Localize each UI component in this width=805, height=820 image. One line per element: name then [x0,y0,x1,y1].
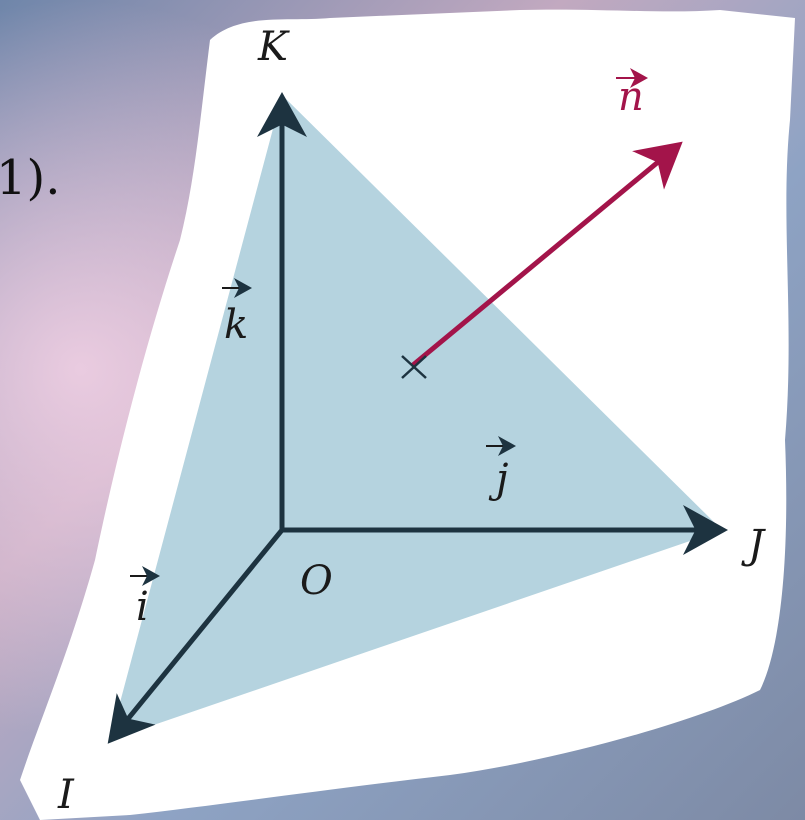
label-k-point: K [257,24,290,70]
normal-vector [411,141,683,367]
label-origin: O [300,558,333,604]
axis-i [107,528,284,744]
label-vector-i: i [136,584,149,630]
label-i-point: I [57,772,75,818]
cross-mark-icon [401,355,427,379]
label-vector-n: n [618,74,644,120]
triangle-face [110,95,722,740]
label-vector-k: k [224,302,248,348]
partial-text-fragment: 1). [0,150,61,206]
